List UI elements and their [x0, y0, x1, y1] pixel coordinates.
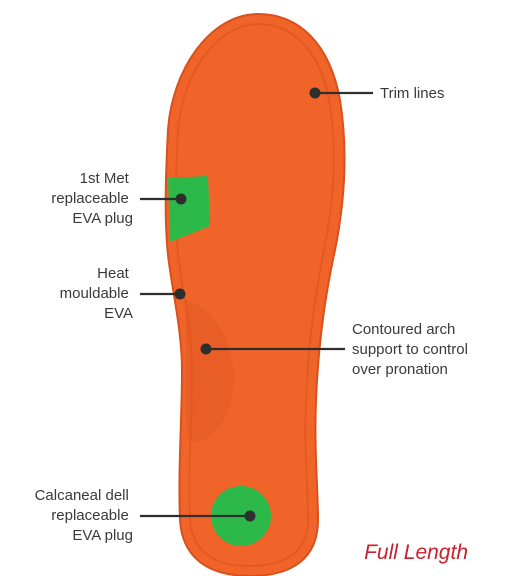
arch-support-label: Contoured arch support to control over p…	[352, 321, 472, 378]
heat-mouldable-label: Heat mouldable EVA	[60, 265, 133, 322]
caption-full-length: Full Length	[364, 541, 468, 564]
insole	[166, 14, 345, 576]
calcaneal-dell-label: Calcaneal dell replaceable EVA plug	[35, 487, 133, 544]
first-met-plug-label: 1st Met replaceable EVA plug	[51, 170, 133, 227]
callout-heat-mouldable: Heat mouldable EVA	[60, 265, 186, 322]
trim-lines-label: Trim lines	[380, 85, 444, 102]
